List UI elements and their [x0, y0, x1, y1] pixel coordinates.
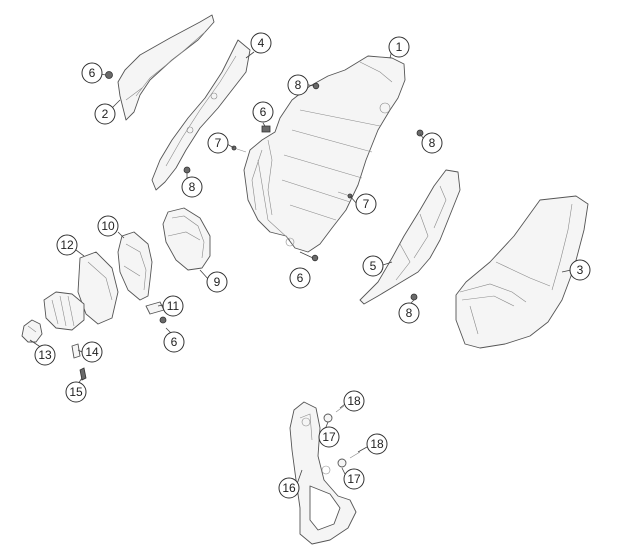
nut-fastener-c [312, 82, 320, 90]
svg-text:18: 18 [370, 437, 384, 451]
svg-text:11: 11 [167, 299, 180, 313]
part-rear-frame-strip [117, 14, 215, 121]
svg-text:9: 9 [214, 275, 221, 289]
nut-fastener-a [105, 71, 113, 79]
callout-16: 16 [278, 477, 300, 499]
callout-9: 9 [206, 271, 228, 293]
svg-text:13: 13 [38, 348, 52, 362]
svg-text:17: 17 [322, 430, 336, 444]
callout-17-a: 17 [318, 426, 340, 448]
callout-14: 14 [81, 341, 103, 363]
svg-text:6: 6 [260, 105, 267, 119]
callout-5: 5 [362, 255, 384, 277]
svg-text:18: 18 [347, 394, 361, 408]
part-clip [145, 301, 165, 315]
svg-text:16: 16 [282, 481, 296, 495]
svg-text:3: 3 [577, 263, 584, 277]
part-filter-cage [117, 231, 153, 301]
part-side-brace [151, 39, 251, 191]
callout-11: 11 [162, 295, 184, 317]
callout-4: 4 [250, 32, 272, 54]
callout-7-a: 7 [207, 132, 229, 154]
svg-text:8: 8 [189, 180, 196, 194]
callout-6-a: 6 [81, 62, 103, 84]
nut-fastener-d [416, 129, 424, 137]
callout-3: 3 [569, 259, 591, 281]
callout-15: 15 [65, 381, 87, 403]
callout-10: 10 [97, 215, 119, 237]
nut-fastener-e [410, 293, 418, 301]
callout-8-b: 8 [421, 132, 443, 154]
part-hose-clamp [21, 319, 43, 343]
washer-a [323, 413, 333, 423]
callout-18-b: 18 [366, 433, 388, 455]
callout-1: 1 [388, 36, 410, 58]
svg-text:12: 12 [60, 238, 74, 252]
svg-text:6: 6 [171, 335, 178, 349]
svg-text:8: 8 [429, 136, 436, 150]
svg-text:8: 8 [406, 306, 413, 320]
svg-text:6: 6 [89, 66, 96, 80]
part-side-panel [359, 169, 461, 305]
callout-6-c: 6 [289, 267, 311, 289]
grommet-top [261, 125, 271, 133]
callout-17-b: 17 [343, 468, 365, 490]
callout-8-c: 8 [181, 176, 203, 198]
svg-text:10: 10 [101, 219, 115, 233]
callouts: 1 2 3 4 5 6 6 6 6 7 7 8 8 8 8 9 10 11 12… [34, 32, 591, 499]
part-lower-bracket [289, 401, 357, 545]
svg-text:8: 8 [295, 78, 302, 92]
svg-text:14: 14 [85, 345, 99, 359]
svg-text:1: 1 [396, 40, 403, 54]
washer-b [337, 458, 347, 468]
svg-text:15: 15 [69, 385, 83, 399]
part-airbox-housing [243, 55, 406, 253]
callout-8-a: 8 [287, 74, 309, 96]
screw-b [349, 451, 361, 459]
screw-a [335, 405, 345, 413]
svg-text:6: 6 [297, 271, 304, 285]
callout-2: 2 [94, 103, 116, 125]
part-breather-fitting [71, 343, 87, 381]
callout-6-d: 6 [163, 331, 185, 353]
callout-18-a: 18 [343, 390, 365, 412]
callout-13: 13 [34, 344, 56, 366]
nut-fastener-f [311, 254, 319, 262]
callout-7-b: 7 [355, 193, 377, 215]
part-intake-boot [43, 251, 119, 331]
svg-text:5: 5 [370, 259, 377, 273]
callout-12: 12 [56, 234, 78, 256]
callout-8-d: 8 [398, 302, 420, 324]
svg-text:4: 4 [258, 36, 265, 50]
hardware-fasteners [105, 71, 424, 468]
svg-text:17: 17 [347, 472, 361, 486]
part-air-filter [162, 207, 211, 271]
part-side-cover [455, 195, 589, 349]
svg-text:7: 7 [363, 197, 370, 211]
nut-fastener-g [159, 316, 167, 324]
svg-text:7: 7 [215, 136, 222, 150]
callout-6-b: 6 [252, 101, 274, 123]
svg-text:2: 2 [102, 107, 109, 121]
